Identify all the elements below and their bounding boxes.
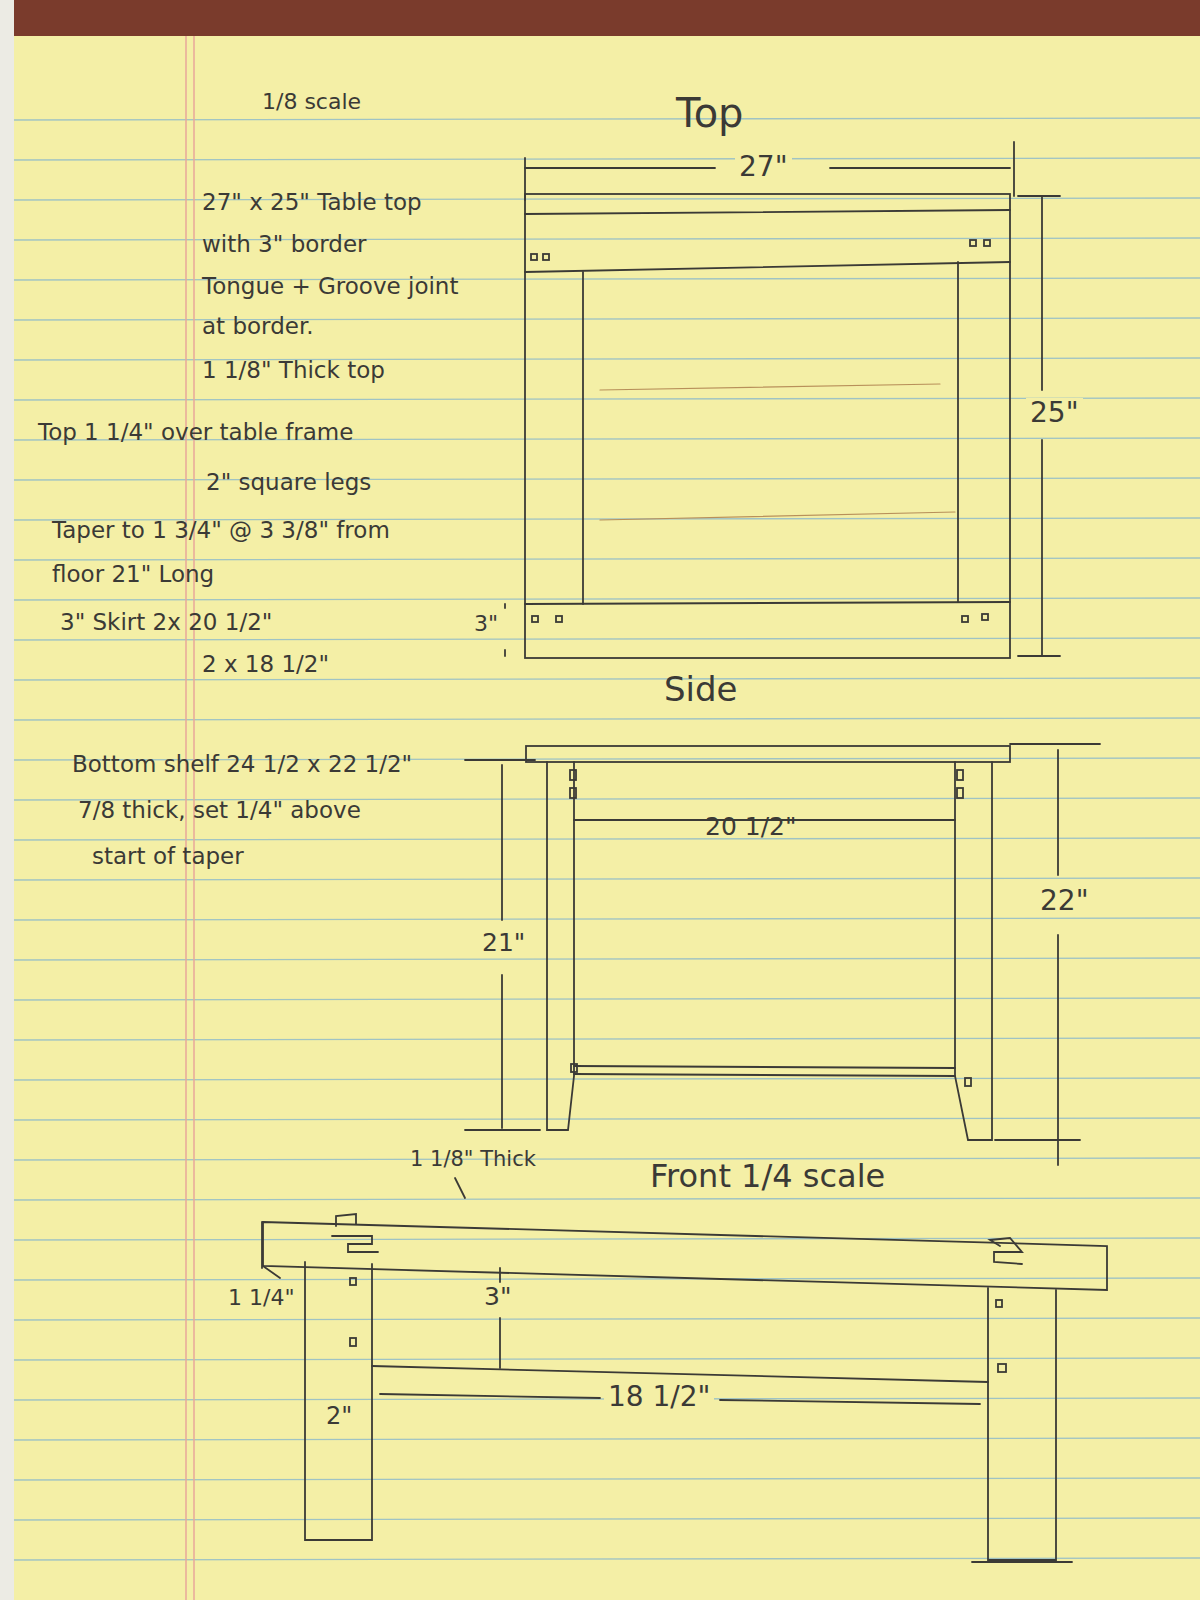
ruled-lines <box>0 118 1200 1560</box>
pad-binding <box>0 0 1200 36</box>
view-title: Top <box>676 92 744 134</box>
note: Bottom shelf 24 1/2 x 22 1/2" <box>72 752 412 776</box>
page-edge <box>0 0 14 1600</box>
dimension: 1 1/4" <box>228 1286 295 1309</box>
view-title: Front 1/4 scale <box>650 1160 885 1194</box>
note: 27" x 25" Table top <box>202 190 422 214</box>
dimension: 3" <box>484 1284 511 1310</box>
note: 7/8 thick, set 1/4" above <box>78 798 361 822</box>
dimension: 27" <box>735 152 792 181</box>
dimension: 21" <box>478 930 529 956</box>
note: 1 1/8" Thick top <box>202 358 385 382</box>
dimension: 3" <box>474 612 498 635</box>
front-view <box>262 1178 1107 1562</box>
view-title: Side <box>664 672 738 708</box>
top-view <box>505 142 1060 658</box>
note: start of taper <box>92 844 244 868</box>
note: 1 1/8" Thick <box>410 1148 536 1170</box>
note: 3" Skirt 2x 20 1/2" <box>60 610 272 634</box>
note: 2 x 18 1/2" <box>202 652 329 676</box>
dimension: 20 1/2" <box>705 814 797 840</box>
note: Tongue + Groove joint <box>202 274 458 298</box>
note: Top 1 1/4" over table frame <box>38 420 353 444</box>
note: 2" square legs <box>206 470 371 494</box>
scale-note: 1/8 scale <box>262 90 361 113</box>
dimension: 22" <box>1036 886 1093 915</box>
side-view <box>465 744 1100 1165</box>
dimension: 18 1/2" <box>604 1382 714 1411</box>
dimension: 2" <box>326 1404 352 1429</box>
note: floor 21" Long <box>52 562 214 586</box>
note: with 3" border <box>202 232 367 256</box>
note: at border. <box>202 314 314 338</box>
note: Taper to 1 3/4" @ 3 3/8" from <box>52 518 390 542</box>
dimension: 25" <box>1026 398 1083 427</box>
